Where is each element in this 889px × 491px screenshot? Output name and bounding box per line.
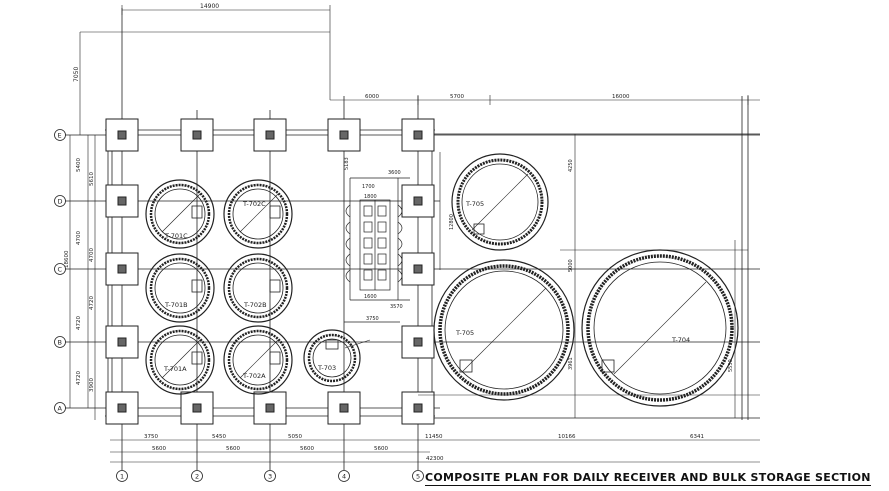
dim-right-r2: 5000: [568, 259, 574, 272]
tank-t702b: [223, 253, 293, 323]
dim-bottom-bay-1: 5600: [152, 446, 166, 452]
dim-bottom-6: 6341: [690, 434, 704, 440]
grid-bubble-row-e: [54, 129, 66, 141]
tank-t701c: [145, 179, 215, 249]
grid-bubble-col-1: [116, 470, 128, 482]
grid-col-label-3: 3: [268, 473, 272, 481]
pump-dim-top-1: 1700: [362, 184, 375, 190]
grid-bubble-col-2: [191, 470, 203, 482]
dim-left-3: 4700: [76, 231, 82, 245]
left-dimension-label: 7050: [73, 67, 80, 82]
dim-bottom-bay-4: 5600: [374, 446, 388, 452]
grid-row-label-a: A: [58, 405, 63, 413]
grid-row-label-e: E: [58, 132, 62, 140]
dim-right-r3: 5550: [728, 359, 734, 372]
tank-t703: [303, 329, 371, 387]
tank-label-t702a: T-702A: [242, 372, 266, 380]
dim-bottom-5: 10166: [558, 434, 576, 440]
dim-left-overall: 18600: [64, 250, 70, 268]
dim-top-right-2: 5700: [450, 94, 464, 100]
dim-bottom-1: 3750: [144, 434, 158, 440]
pump-dim-bottom-1: 1600: [364, 294, 377, 300]
tank-label-t702c: T-702C: [242, 200, 266, 208]
column-bubbles: [116, 470, 424, 482]
dim-left-7: 3900: [89, 378, 95, 392]
tank-label-t701c: T-701C: [164, 232, 188, 240]
left-dimensions: [69, 135, 96, 420]
grid-row-label-d: D: [58, 198, 63, 206]
grid-col-label-4: 4: [342, 473, 346, 481]
grid-bubble-col-3: [264, 470, 276, 482]
dim-bottom-2: 5450: [212, 434, 226, 440]
dim-left-6: 4720: [76, 316, 82, 330]
dim-left-1: 5400: [76, 158, 82, 172]
pump-dim-width: 1800: [364, 194, 377, 200]
grid-row-label-b: B: [58, 339, 62, 347]
top-dimension-label: 14900: [200, 3, 219, 10]
grid-bubble-row-b: [54, 336, 66, 348]
dim-overall-bottom: 42300: [426, 456, 444, 462]
tank-t705-large: [433, 259, 575, 401]
tank-t702a: [223, 325, 293, 395]
dim-left-5: 4720: [89, 296, 95, 310]
mid-dim-1: 5183: [344, 157, 350, 170]
tank-t701a: [145, 325, 215, 395]
tank-label-t705-small: T-705: [465, 200, 484, 208]
dim-top-right-1: 6000: [365, 94, 379, 100]
column-footings: [105, 118, 435, 425]
tank-t702c: [223, 179, 293, 249]
top-dimensions: [79, 5, 760, 135]
grid-bubble-col-5: [412, 470, 424, 482]
tank-label-t704: T-704: [671, 336, 690, 344]
dim-top-right-3: 16000: [612, 94, 630, 100]
drawing-title: COMPOSITE PLAN FOR DAILY RECEIVER AND BU…: [425, 471, 871, 491]
bulk-tanks: [418, 134, 760, 418]
dim-bottom-bay-2: 5600: [226, 446, 240, 452]
grid-row-label-c: C: [58, 266, 63, 274]
dim-bottom-4: 11450: [425, 434, 443, 440]
tank-label-t705-large: T-705: [455, 329, 474, 337]
grid-col-label-2: 2: [195, 473, 199, 481]
dim-bottom-bay-3: 5600: [300, 446, 314, 452]
tank-t705-small: [451, 153, 549, 251]
pump-dim-top-2: 3600: [388, 170, 401, 176]
grid-col-label-5: 5: [416, 473, 420, 481]
grid-bubble-row-c: [54, 263, 66, 275]
tank-label-t703: T-703: [317, 364, 336, 372]
drawing-title-text: COMPOSITE PLAN FOR DAILY RECEIVER AND BU…: [425, 471, 871, 486]
tank-label-t701a: T-701A: [163, 365, 187, 373]
dim-right-r4: 3961: [568, 357, 574, 370]
grid-bubble-row-a: [54, 402, 66, 414]
grid-bubble-row-d: [54, 195, 66, 207]
pump-dim-bottom-2: 3570: [390, 304, 403, 310]
tank-label-t702b: T-702B: [243, 301, 267, 309]
dim-left-2: 5610: [89, 172, 95, 186]
grid-col-label-1: 1: [120, 473, 124, 481]
bottom-dimensions: [110, 439, 760, 463]
dim-left-8: 4720: [76, 371, 82, 385]
tank-t704: [581, 249, 739, 407]
grid-bubble-col-4: [338, 470, 350, 482]
row-bubbles: [54, 129, 66, 414]
pump-dim-bottom-3: 3750: [366, 316, 379, 322]
pump-manifold: [344, 177, 410, 323]
dim-right-r1: 4250: [568, 159, 574, 172]
daily-tanks: [145, 179, 371, 395]
dim-bottom-3: 5050: [288, 434, 302, 440]
dim-left-4: 4700: [89, 248, 95, 262]
mid-dim-2: 12800: [449, 214, 455, 230]
tank-t701b: [145, 253, 215, 323]
tank-label-t701b: T-701B: [164, 301, 188, 309]
